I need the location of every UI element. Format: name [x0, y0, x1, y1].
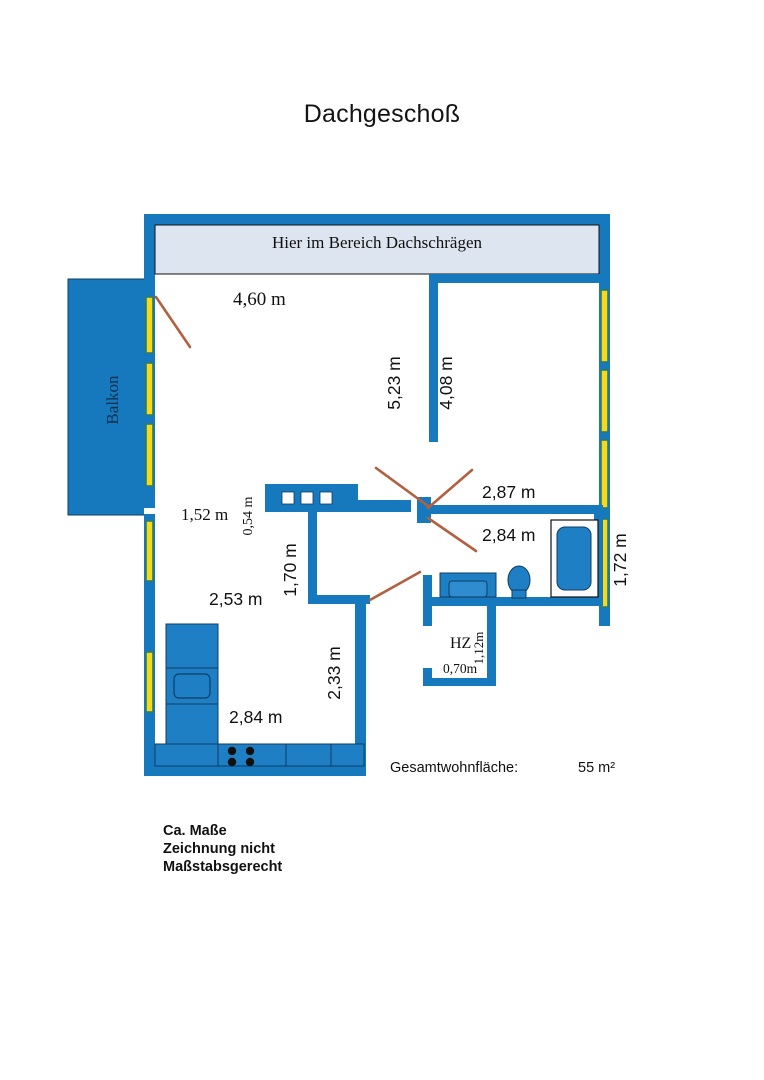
- balcony-slab: [67, 278, 155, 516]
- dimension-kitchen-length: 2,84 m: [229, 707, 283, 727]
- total-area-value: 55 m²: [578, 760, 616, 776]
- sink-basin-icon: [448, 580, 488, 598]
- wall-opening: [144, 508, 155, 514]
- wall-hz-left-stub: [423, 606, 432, 626]
- wall-hall-bottom: [308, 595, 370, 604]
- wardrobe-extension: [358, 500, 411, 512]
- window-icon: [600, 369, 609, 433]
- balcony: Balkon: [67, 278, 155, 516]
- dimension-room-right-depth: 4,08 m: [436, 356, 456, 410]
- door-leaf-balcony: [154, 295, 192, 349]
- banner-label: Hier im Bereich Dachschrägen: [272, 233, 483, 252]
- door-leaf-bath: [426, 516, 478, 553]
- total-area-label: Gesamtwohnfläche:: [390, 760, 519, 776]
- wall-partition-top: [429, 274, 601, 283]
- hall-walls: [308, 512, 370, 776]
- dimension-kitchen-depth: 2,33 m: [324, 646, 344, 700]
- window-icon: [145, 296, 154, 354]
- kitchen-counter-icon: [285, 743, 332, 767]
- window-icon: [145, 520, 154, 582]
- window-icon: [600, 439, 609, 509]
- wall-bath-bottom: [423, 597, 603, 606]
- door-jamb: [417, 497, 431, 523]
- dimension-bath-width-inner: 2,84 m: [482, 525, 536, 545]
- window-icon: [145, 651, 154, 713]
- door-leaf-kitchen: [368, 570, 422, 602]
- balcony-label: Balkon: [103, 375, 122, 425]
- wall-left: [144, 214, 155, 776]
- wardrobe-edge: [265, 484, 274, 512]
- bathtub-icon: [556, 526, 592, 591]
- dimension-bath-right-depth: 1,72 m: [610, 533, 630, 587]
- wall-partition-vertical: [429, 274, 438, 442]
- window-icon: [145, 423, 154, 487]
- window-icon: [145, 362, 154, 416]
- wall-hz-bottom: [423, 678, 495, 686]
- hz-label: HZ: [450, 635, 471, 652]
- wardrobe-unit: [265, 484, 411, 512]
- heating-closet: HZ 1,12m 0,70m: [423, 606, 496, 686]
- door-leaf-hall-left: [374, 466, 430, 508]
- kitchen-counter-icon: [330, 743, 365, 767]
- kitchen-cabinet-icon: [165, 623, 219, 669]
- kitchen-counter-icon: [154, 743, 219, 767]
- wall-bath-left: [423, 575, 432, 606]
- wall-hall-vertical: [308, 512, 317, 604]
- dimension-wardrobe-depth: 0,54 m: [241, 496, 256, 535]
- bathroom-fixtures: [439, 519, 599, 599]
- disclaimer-note: Ca. Maße Zeichnung nicht Maßstabsgerecht: [163, 823, 283, 875]
- dimension-bath-width-top: 2,87 m: [482, 482, 536, 502]
- wall-bottom: [144, 765, 364, 776]
- toilet-tank-icon: [511, 589, 527, 599]
- stove-burner-icon: [227, 746, 237, 756]
- window-icon: [600, 289, 609, 363]
- dimension-labels: 4,60 m 5,23 m 4,08 m 1,52 m 0,54 m 1,70 …: [181, 289, 630, 727]
- dimension-hz-width: 0,70m: [443, 661, 478, 676]
- wardrobe-panel-icon: [300, 491, 314, 505]
- wall-kitchen-right-lower: [355, 700, 366, 776]
- wall-top: [144, 214, 610, 225]
- wall-hz-right: [487, 606, 496, 686]
- stove-burner-icon: [245, 757, 255, 767]
- dimension-hz-height: 1,12m: [471, 632, 486, 665]
- stove-burner-icon: [245, 746, 255, 756]
- wardrobe-panel-icon: [281, 491, 295, 505]
- dimension-hall-width: 1,52 m: [181, 505, 228, 524]
- dimension-living-depth: 5,23 m: [384, 356, 404, 410]
- dimension-kitchen-width: 2,53 m: [209, 589, 263, 609]
- dachschraegen-banner: Hier im Bereich Dachschrägen: [154, 224, 600, 275]
- dimension-wardrobe-length: 1,70 m: [280, 543, 300, 597]
- wall-bath-top: [423, 505, 603, 514]
- door-leaf-hall-upper: [426, 468, 474, 510]
- kitchen-units: [154, 623, 365, 767]
- banner-box: [154, 224, 600, 275]
- stove-burner-icon: [227, 757, 237, 767]
- wall-hz-left: [423, 668, 432, 686]
- windows-left-wall: [144, 296, 155, 713]
- inner-walls-top-right: [429, 274, 601, 442]
- wall-kitchen-right: [355, 604, 366, 709]
- door-swings: [154, 295, 478, 602]
- sink-basin-icon: [173, 673, 211, 699]
- kitchen-cabinet-icon: [165, 703, 219, 745]
- page-title: Dachgeschoß: [303, 100, 461, 128]
- dimension-living-width: 4,60 m: [233, 289, 286, 310]
- wardrobe-panel-icon: [319, 491, 333, 505]
